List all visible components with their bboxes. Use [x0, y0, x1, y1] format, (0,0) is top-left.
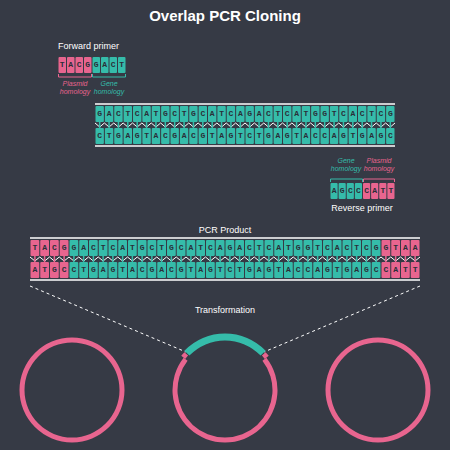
section-label: Transformation [195, 306, 255, 316]
product-strand: ATGCCTGAGTACGACGTAGTCTGAGTACCAGTGAGCCATT [32, 262, 422, 278]
plasmid-ring [173, 358, 278, 443]
plasmid-ring [20, 338, 125, 443]
plasmid-ring [262, 352, 269, 359]
homology-label: Plasmid homology [361, 157, 397, 173]
gene-strand: GACTCATGCTGCATCAGACTCATGGTCACTCG [97, 106, 397, 122]
primer-name: Forward primer [58, 42, 119, 52]
bracket [59, 74, 92, 77]
plasmid-ring [184, 333, 265, 355]
title: Overlap PCR Cloning [149, 8, 301, 25]
plasmid-ring [181, 352, 188, 359]
section-label: PCR Product [199, 226, 252, 236]
primer-sequence: TACGGACT [60, 57, 128, 73]
bracket [364, 179, 395, 182]
primer-name: Reverse primer [331, 204, 393, 214]
bracket [331, 179, 363, 182]
primer-sequence: AGCCCATT [332, 183, 397, 199]
product-strand: TACGGACTCATGCTGCATCAGACTCATGGTCACTCGGTAA [32, 240, 422, 256]
plasmid-ring [326, 338, 431, 443]
homology-label: Plasmid homology [56, 80, 94, 96]
homology-label: Gene homology [328, 157, 364, 173]
gene-strand: CTGAGTACGACGTAGTCTGAGTACCAGTGAGC [97, 128, 397, 144]
homology-label: Gene homology [90, 80, 128, 96]
bracket [93, 74, 126, 77]
